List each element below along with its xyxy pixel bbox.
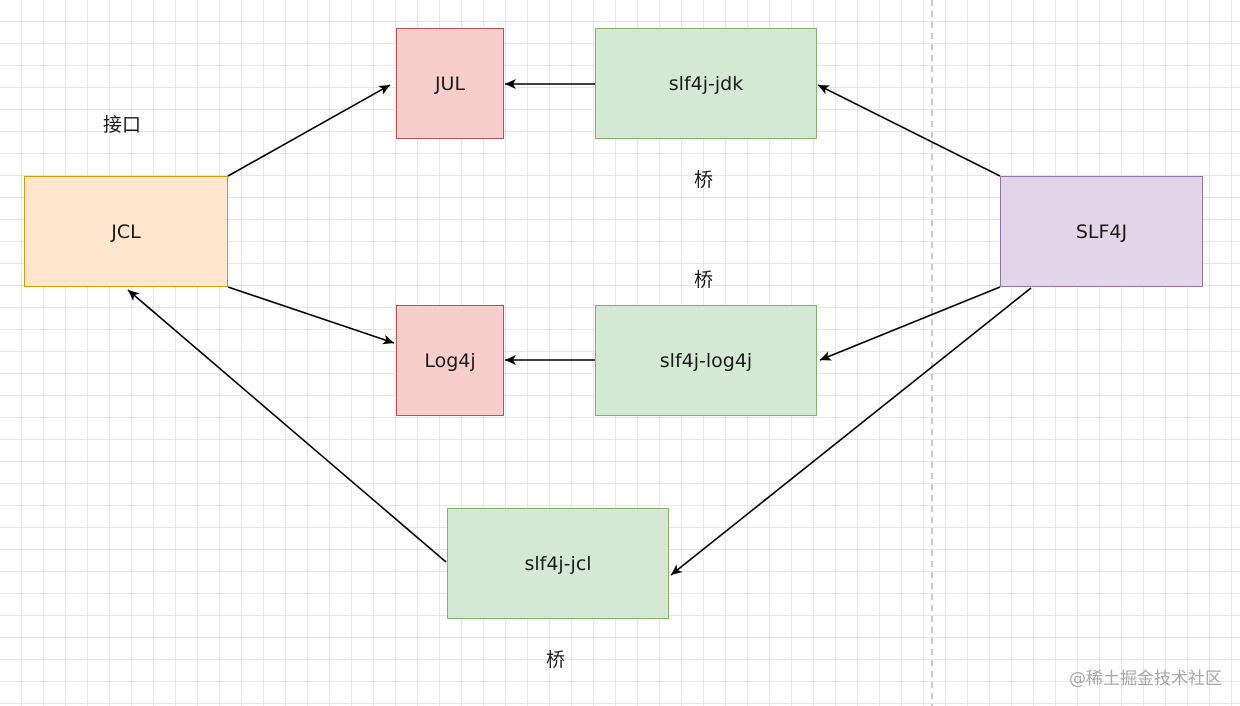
node-jcl[interactable]: JCL <box>24 176 228 287</box>
node-slf4j-jcl[interactable]: slf4j-jcl <box>447 508 669 619</box>
edge-jcl-to-jul <box>227 84 391 177</box>
node-slf4j-jdk[interactable]: slf4j-jdk <box>595 28 817 139</box>
node-jul[interactable]: JUL <box>396 28 504 139</box>
interface-label: 接口 <box>103 114 142 136</box>
bridge-label-bottom: 桥 <box>546 649 566 671</box>
node-log4j[interactable]: Log4j <box>396 305 504 416</box>
edge-jcl-to-log4j <box>227 286 395 345</box>
bridge-label-top: 桥 <box>694 169 714 191</box>
node-slf4j-log4j[interactable]: slf4j-log4j <box>595 305 817 416</box>
edge-slf4j-to-slf4j-log4j <box>819 286 1001 361</box>
bridge-label-middle: 桥 <box>694 269 714 291</box>
edge-slf4j-jcl-to-jcl <box>127 289 447 563</box>
node-slf4j[interactable]: SLF4J <box>1000 176 1203 287</box>
edge-slf4j-to-slf4j-jcl <box>670 287 1032 576</box>
edge-slf4j-to-slf4j-jdk <box>817 84 1001 177</box>
watermark: @稀土掘金技术社区 <box>1069 669 1222 689</box>
